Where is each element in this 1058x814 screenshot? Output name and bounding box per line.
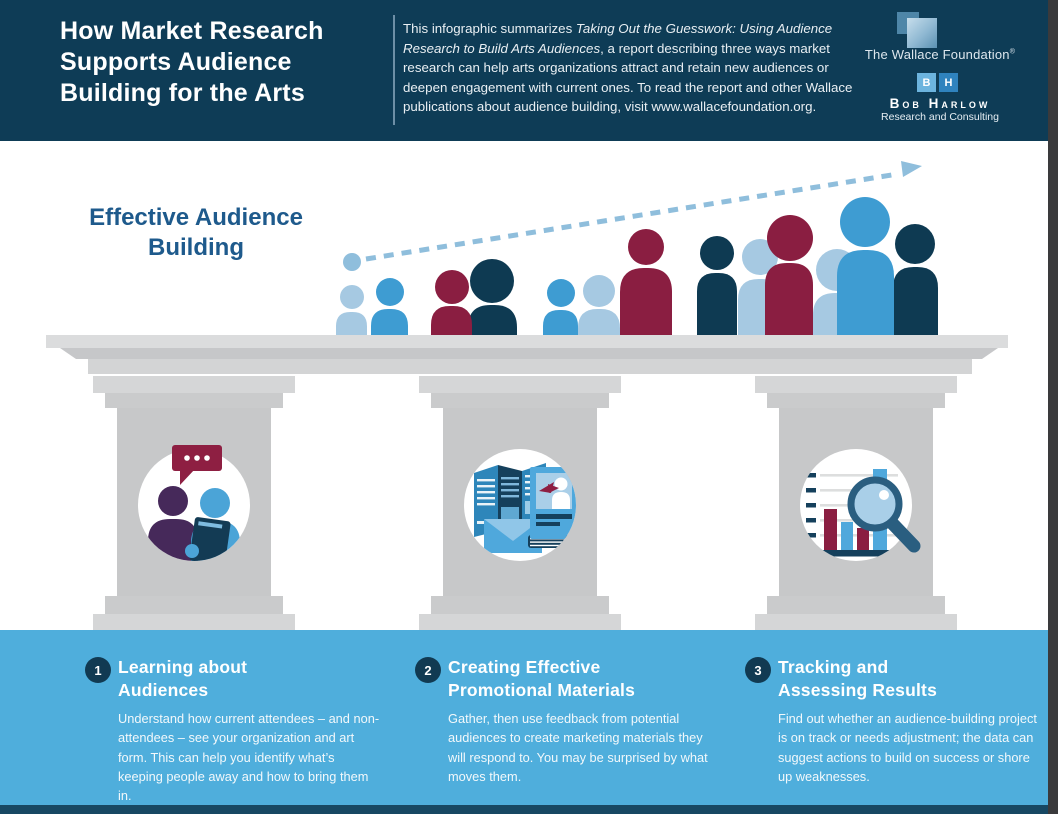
promo-icon-circle <box>464 449 576 561</box>
column3-base-top <box>767 596 945 614</box>
column3-capital-bottom <box>767 393 945 408</box>
bob-harlow-logo-icon: B H <box>917 73 967 92</box>
trend-dashed-line <box>365 171 899 262</box>
section1-title: Learning about Audiences <box>118 657 248 701</box>
shelf-bevel-band <box>60 348 998 359</box>
column2-capital-top <box>419 376 621 393</box>
section3-body: Find out whether an audience-building pr… <box>778 711 1037 784</box>
column2-base-top <box>431 596 609 614</box>
section3-number-badge: 3 <box>745 657 771 683</box>
intro-paragraph: This infographic summarizes Taking Out t… <box>403 19 855 117</box>
bh-logo-b: B <box>917 73 936 92</box>
bob-harlow-subtitle: Research and Consulting <box>881 111 999 123</box>
column2-base-bottom <box>419 614 621 632</box>
shelf-top-band <box>46 335 1008 348</box>
column1-capital-top <box>93 376 295 393</box>
magnifier-icon <box>847 476 921 553</box>
intro-lead: This infographic summarizes <box>403 21 576 36</box>
column1-base-bottom <box>93 614 295 632</box>
booklet-icon <box>528 467 576 548</box>
chart-magnifier-icon <box>806 469 921 557</box>
section3-title: Tracking and Assessing Results <box>778 657 938 701</box>
section1-body: Understand how current attendees – and n… <box>118 711 380 803</box>
learning-icon-circle <box>138 445 250 561</box>
audience-people-figures <box>336 197 938 344</box>
window-edge <box>1048 0 1058 814</box>
header-divider <box>393 15 395 125</box>
three-ways-section: 1 Learning about Audiences Understand ho… <box>0 630 1058 805</box>
wallace-name-text: The Wallace Foundation <box>864 47 1010 62</box>
effective-audience-building-headline: Effective Audience Building <box>89 204 303 261</box>
wallace-foundation-name: The Wallace Foundation® <box>858 47 1022 62</box>
promotional-materials-icon <box>474 463 576 553</box>
registered-mark: ® <box>1009 48 1016 56</box>
section-learning-about-audiences: 1 Learning about Audiences Understand ho… <box>85 656 397 805</box>
column1-capital-bottom <box>105 393 283 408</box>
section-tracking-assessing-results: 3 Tracking and Assessing Results Find ou… <box>745 656 1057 786</box>
intro-rest: , a report describing three ways market … <box>403 40 853 115</box>
trend-arrowhead-icon <box>901 161 922 177</box>
section2-title: Creating Effective Promotional Materials <box>448 657 636 701</box>
trend-start-dot <box>343 253 361 271</box>
shelf-lower-band <box>88 359 972 374</box>
tracking-icon-circle <box>800 449 921 561</box>
wallace-foundation-logo-icon <box>897 12 943 48</box>
speech-bubble-icon <box>172 445 222 485</box>
header-bar: How Market Research Supports Audience Bu… <box>0 0 1048 141</box>
column3-capital-top <box>755 376 957 393</box>
wallace-logo-square-front <box>907 18 937 48</box>
section1-number-badge: 1 <box>85 657 111 683</box>
column3-base-bottom <box>755 614 957 632</box>
section2-number-badge: 2 <box>415 657 441 683</box>
column2-capital-bottom <box>431 393 609 408</box>
section-creating-promotional-materials: 2 Creating Effective Promotional Materia… <box>415 656 727 786</box>
section2-body: Gather, then use feedback from potential… <box>448 711 708 784</box>
footer-bar <box>0 805 1058 814</box>
bob-harlow-name: Bob Harlow <box>889 96 991 111</box>
column1-base-top <box>105 596 283 614</box>
report-title: Taking Out the Guesswork: Using Audience… <box>403 21 833 56</box>
page-title: How Market Research Supports Audience Bu… <box>60 17 324 107</box>
bh-logo-h: H <box>939 73 958 92</box>
conversation-icon <box>148 445 240 561</box>
